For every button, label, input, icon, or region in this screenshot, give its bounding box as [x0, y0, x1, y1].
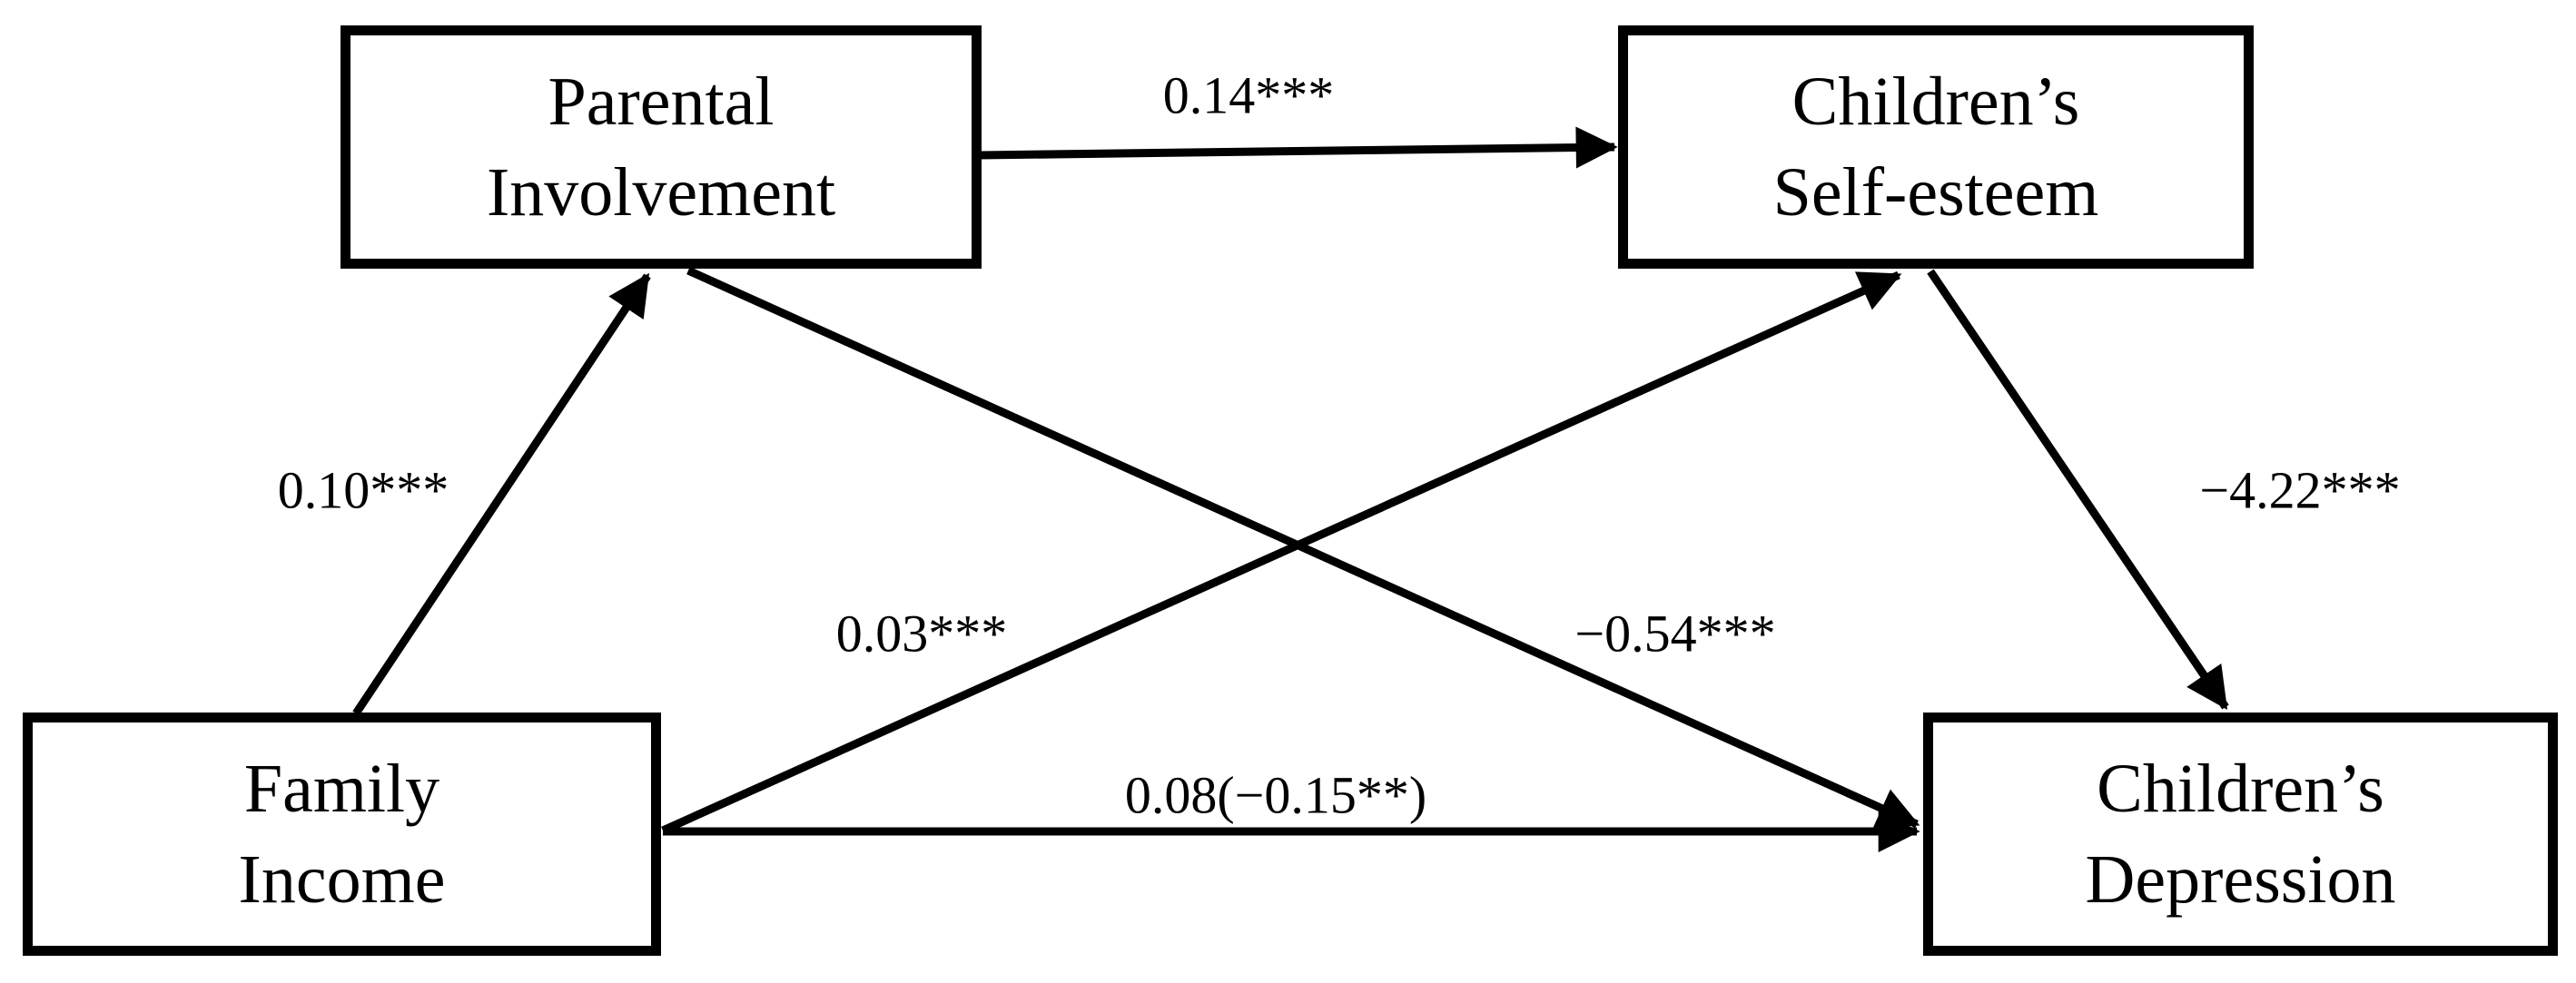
node-parental-involvement: Parental Involvement — [341, 25, 982, 269]
node-childrens-depression: Children’s Depression — [1923, 713, 2558, 956]
node-childrens-depression-line2: Depression — [2085, 841, 2396, 918]
node-parental-involvement-line1: Parental — [548, 63, 775, 140]
arrow-parental-to-selfesteem — [980, 126, 1618, 169]
coefficient-income-to-selfesteem: 0.03*** — [835, 604, 1008, 664]
arrow-selfesteem-to-depression — [1927, 269, 2229, 711]
node-family-income-line1: Family — [243, 750, 440, 827]
coefficient-income-to-parental: 0.10*** — [277, 460, 449, 520]
node-parental-involvement-line2: Involvement — [486, 154, 836, 231]
node-childrens-depression-line1: Children’s — [2097, 750, 2384, 827]
arrow-parental-to-depression — [686, 266, 1920, 829]
node-childrens-self-esteem: Children’s Self-esteem — [1618, 25, 2254, 269]
arrow-income-to-parental — [352, 272, 651, 716]
coefficient-parental-to-depression: −0.54*** — [1574, 604, 1776, 664]
node-childrens-self-esteem-line2: Self-esteem — [1772, 154, 2099, 231]
coefficient-selfesteem-to-depression: −4.22*** — [2199, 460, 2401, 520]
node-childrens-self-esteem-line1: Children’s — [1791, 63, 2080, 140]
node-family-income: Family Income — [23, 713, 661, 956]
coefficient-parental-to-selfesteem: 0.14*** — [1162, 65, 1335, 125]
node-family-income-line2: Income — [238, 841, 446, 918]
arrow-income-to-selfesteem — [661, 270, 1902, 835]
coefficient-income-to-depression: 0.08(−0.15**) — [1124, 765, 1427, 825]
